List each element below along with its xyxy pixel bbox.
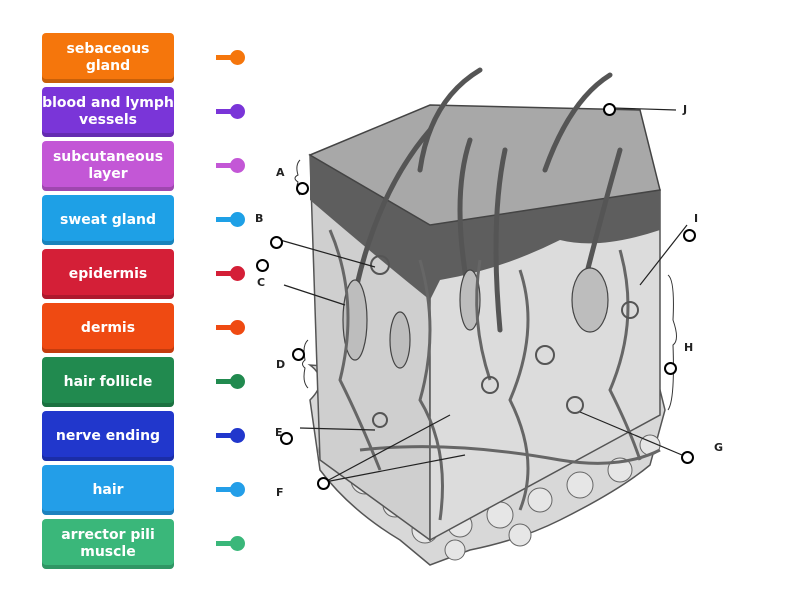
connector-handle[interactable] <box>230 482 245 497</box>
skin-cross-section-diagram <box>279 67 688 566</box>
label-text: arrector pili muscle <box>61 527 155 560</box>
marker-letter: J <box>683 103 688 116</box>
connector-handle[interactable] <box>230 212 245 227</box>
connector-line <box>216 487 234 492</box>
label-text: sebaceous gland <box>66 41 150 74</box>
marker-letter: A <box>276 166 285 179</box>
label-tile[interactable]: dermis <box>42 303 245 353</box>
connector-line <box>216 109 234 114</box>
label-tile[interactable]: sebaceous gland <box>42 33 245 83</box>
label-text: dermis <box>80 319 136 336</box>
marker-letter: F <box>276 486 284 499</box>
marker-letter: B <box>255 212 264 225</box>
drop-target-j[interactable] <box>603 103 616 116</box>
label-text: subcutaneous layer <box>52 149 164 182</box>
marker-letter: H <box>684 341 694 354</box>
label-tile[interactable]: blood and lymph vessels <box>42 87 245 137</box>
drop-target-d[interactable] <box>292 348 305 361</box>
label-tile[interactable]: hair follicle <box>42 357 245 407</box>
label-text: epidermis <box>68 265 148 282</box>
drop-target-g[interactable] <box>681 451 694 464</box>
label-tile[interactable]: arrector pili muscle <box>42 519 245 569</box>
connector-handle[interactable] <box>230 320 245 335</box>
connector-line <box>216 325 234 330</box>
connector-handle[interactable] <box>230 50 245 65</box>
marker-letter: E <box>275 426 283 439</box>
drop-target-a[interactable] <box>296 182 309 195</box>
label-text: hair follicle <box>63 373 153 390</box>
marker-letter: I <box>694 212 699 225</box>
drop-target-e[interactable] <box>280 432 293 445</box>
label-tile[interactable]: subcutaneous layer <box>42 141 245 191</box>
connector-line <box>216 163 234 168</box>
label-text: blood and lymph vessels <box>42 95 174 128</box>
marker-letter: G <box>714 441 724 454</box>
connector-line <box>216 433 234 438</box>
drop-target-h[interactable] <box>664 362 677 375</box>
drop-target-i[interactable] <box>683 229 696 242</box>
label-text: nerve ending <box>55 427 161 444</box>
connector-line <box>216 271 234 276</box>
drop-target-c[interactable] <box>256 259 269 272</box>
marker-letter: D <box>276 358 286 371</box>
label-tile[interactable]: hair <box>42 465 245 515</box>
label-tile[interactable]: sweat gland <box>42 195 245 245</box>
drop-target-b[interactable] <box>270 236 283 249</box>
label-text: sweat gland <box>59 211 157 228</box>
label-tile[interactable]: nerve ending <box>42 411 245 461</box>
drop-target-f[interactable] <box>317 477 330 490</box>
connector-handle[interactable] <box>230 158 245 173</box>
connector-handle[interactable] <box>230 104 245 119</box>
connector-handle[interactable] <box>230 536 245 551</box>
connector-line <box>216 55 234 60</box>
connector-handle[interactable] <box>230 266 245 281</box>
connector-line <box>216 217 234 222</box>
connector-handle[interactable] <box>230 374 245 389</box>
marker-letter: C <box>257 276 266 289</box>
label-text: hair <box>92 481 124 498</box>
connector-line <box>216 541 234 546</box>
connector-handle[interactable] <box>230 428 245 443</box>
label-tile[interactable]: epidermis <box>42 249 245 299</box>
connector-line <box>216 379 234 384</box>
